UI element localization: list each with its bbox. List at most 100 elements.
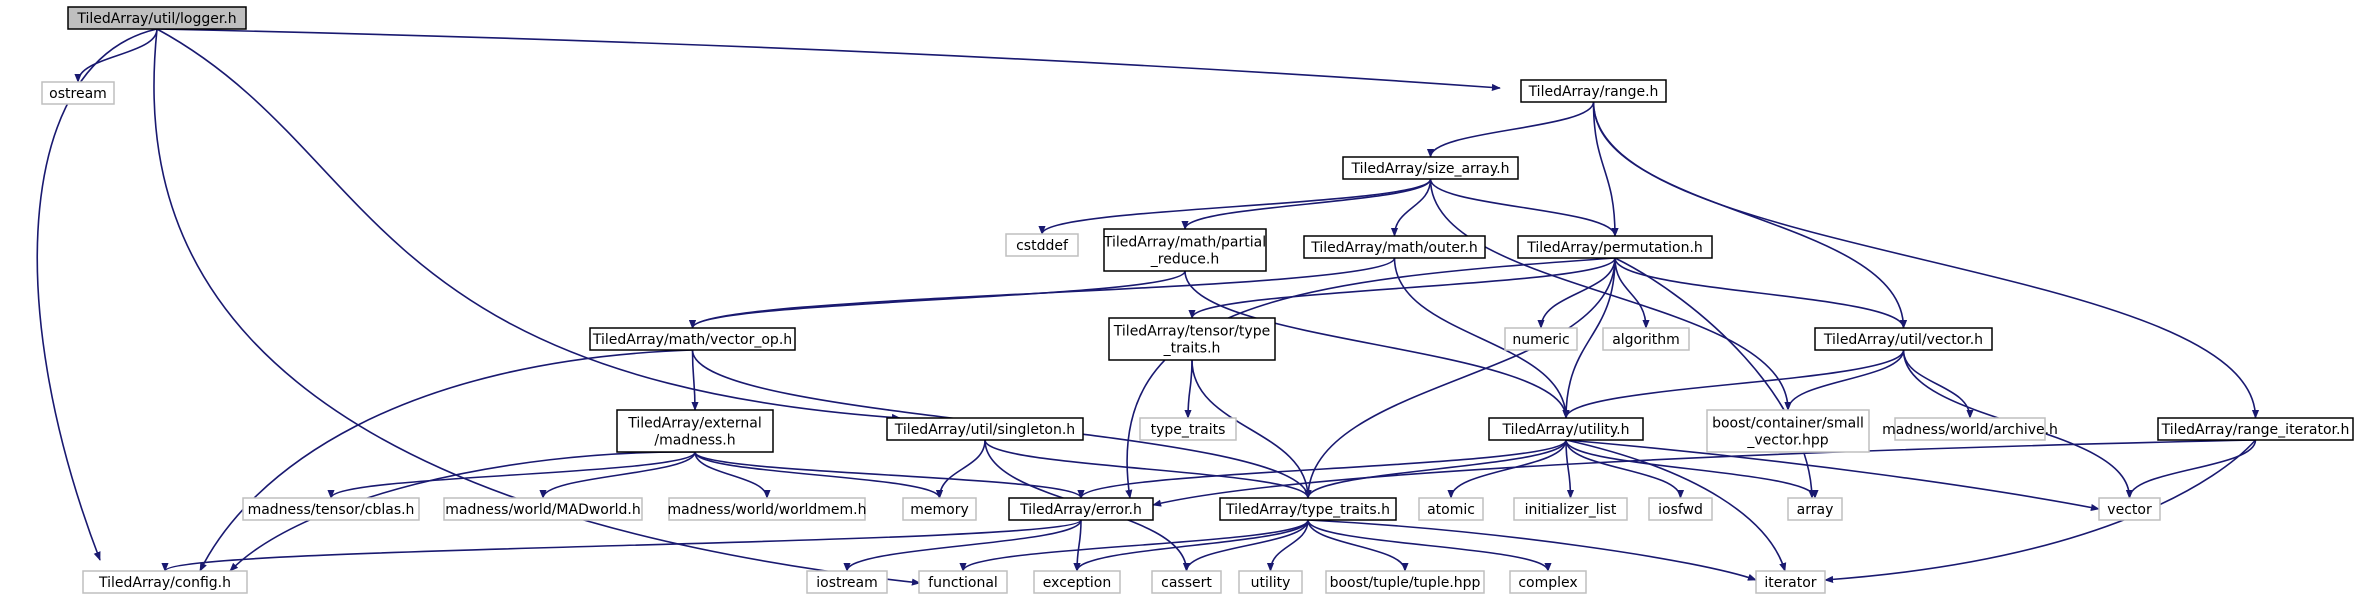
node-vector_op[interactable]: TiledArray/math/vector_op.h bbox=[589, 327, 796, 351]
node-label-range-0: TiledArray/range.h bbox=[1528, 84, 1659, 100]
edge-logger-to-range bbox=[156, 28, 1501, 92]
node-tuple: boost/tuple/tuple.hpp bbox=[1325, 570, 1485, 594]
node-outer[interactable]: TiledArray/math/outer.h bbox=[1303, 235, 1486, 259]
node-label-array-0: array bbox=[1797, 502, 1834, 518]
node-box-partial_reduce bbox=[1103, 228, 1267, 272]
node-label-algorithm-0: algorithm bbox=[1612, 332, 1680, 348]
node-iostream: iostream bbox=[806, 570, 888, 594]
node-tensor_type_traits[interactable]: TiledArray/tensor/type_traits.h bbox=[1108, 317, 1276, 361]
node-worldmem: madness/world/worldmem.h bbox=[668, 497, 866, 521]
edge-range-to-permutation bbox=[1592, 101, 1619, 237]
node-label-range_iterator-0: TiledArray/range_iterator.h bbox=[2161, 422, 2350, 438]
node-algorithm: algorithm bbox=[1602, 327, 1690, 351]
node-permutation[interactable]: TiledArray/permutation.h bbox=[1517, 235, 1713, 259]
node-box-util_vector bbox=[1814, 327, 1993, 351]
node-iosfwd: iosfwd bbox=[1648, 497, 1713, 521]
node-cassert: cassert bbox=[1151, 570, 1222, 594]
edge-permutation-to-array bbox=[1614, 257, 1816, 499]
node-size_array[interactable]: TiledArray/size_array.h bbox=[1342, 156, 1519, 180]
node-atomic: atomic bbox=[1418, 497, 1484, 521]
edge-range_iterator-to-iterator bbox=[1824, 439, 2257, 584]
node-type_traits_h[interactable]: TiledArray/type_traits.h bbox=[1219, 497, 1397, 521]
node-label-archive-0: madness/world/archive.h bbox=[1882, 422, 2058, 438]
edge-range_iterator-to-vector bbox=[2125, 439, 2257, 499]
edge-size_array-to-partial_reduce bbox=[1181, 178, 1432, 230]
node-ostream: ostream bbox=[41, 81, 115, 105]
edge-type_traits_h-to-complex bbox=[1307, 519, 1552, 572]
edge-singleton-to-memory bbox=[935, 439, 986, 499]
node-label-initializer_list-0: initializer_list bbox=[1525, 502, 1617, 518]
edge-permutation-to-error_h bbox=[1125, 257, 1616, 499]
node-label-small_vector-1: _vector.hpp bbox=[1746, 433, 1828, 449]
node-label-ostream-0: ostream bbox=[49, 86, 107, 102]
node-box-numeric bbox=[1504, 327, 1578, 351]
node-box-functional bbox=[918, 570, 1008, 594]
node-box-config bbox=[82, 570, 248, 594]
node-box-madworld bbox=[443, 497, 643, 521]
edge-permutation-to-algorithm bbox=[1614, 257, 1650, 329]
edge-external_madness-to-config bbox=[229, 451, 696, 572]
node-box-range bbox=[1520, 79, 1667, 103]
edge-logger-to-ostream bbox=[74, 28, 158, 83]
edge-logger-to-config bbox=[36, 28, 158, 561]
node-label-size_array-0: TiledArray/size_array.h bbox=[1350, 161, 1509, 177]
node-array: array bbox=[1787, 497, 1843, 521]
node-external_madness[interactable]: TiledArray/external/madness.h bbox=[616, 409, 774, 453]
node-box-cstddef bbox=[1005, 233, 1079, 257]
node-singleton[interactable]: TiledArray/util/singleton.h bbox=[886, 417, 1084, 441]
node-cblas: madness/tensor/cblas.h bbox=[242, 497, 420, 521]
edge-utility_h-to-array bbox=[1565, 439, 1819, 499]
node-box-archive bbox=[1894, 417, 2046, 441]
node-box-cblas bbox=[242, 497, 420, 521]
node-error_h[interactable]: TiledArray/error.h bbox=[1008, 497, 1154, 521]
node-box-permutation bbox=[1517, 235, 1713, 259]
edge-permutation-to-util_vector bbox=[1614, 257, 1908, 329]
edge-error_h-to-config bbox=[161, 519, 1082, 572]
node-box-iterator bbox=[1755, 570, 1826, 594]
edge-external_madness-to-error_h bbox=[694, 451, 1085, 499]
dependency-edges bbox=[36, 28, 2260, 586]
node-complex: complex bbox=[1509, 570, 1587, 594]
edge-utility_h-to-error_h bbox=[1077, 439, 1567, 499]
node-label-outer-0: TiledArray/math/outer.h bbox=[1310, 240, 1477, 256]
edge-tensor_type_traits-to-type_traits_std bbox=[1184, 359, 1193, 419]
edge-tensor_type_traits-to-type_traits_h bbox=[1191, 359, 1312, 499]
edge-partial_reduce-to-utility_h bbox=[1184, 270, 1570, 419]
edge-logger-to-functional bbox=[153, 28, 921, 586]
node-label-partial_reduce-1: _reduce.h bbox=[1150, 252, 1219, 268]
node-util_vector[interactable]: TiledArray/util/vector.h bbox=[1814, 327, 1993, 351]
edge-util_vector-to-small_vector bbox=[1784, 349, 1905, 411]
node-initializer_list: initializer_list bbox=[1513, 497, 1628, 521]
node-small_vector: boost/container/small_vector.hpp bbox=[1706, 409, 1870, 453]
node-numeric: numeric bbox=[1504, 327, 1578, 351]
node-box-small_vector bbox=[1706, 409, 1870, 453]
edge-vector_op-to-config bbox=[199, 349, 693, 572]
node-label-small_vector-0: boost/container/small bbox=[1712, 416, 1864, 432]
edge-external_madness-to-cblas bbox=[327, 451, 696, 499]
node-label-tuple-0: boost/tuple/tuple.hpp bbox=[1330, 575, 1481, 591]
edge-permutation-to-numeric bbox=[1537, 257, 1616, 329]
node-box-singleton bbox=[886, 417, 1084, 441]
node-box-range_iterator bbox=[2157, 417, 2354, 441]
node-box-vector bbox=[2098, 497, 2161, 521]
node-madworld: madness/world/MADworld.h bbox=[443, 497, 643, 521]
node-box-memory bbox=[902, 497, 977, 521]
node-box-atomic bbox=[1418, 497, 1484, 521]
node-range[interactable]: TiledArray/range.h bbox=[1520, 79, 1667, 103]
node-utility_h[interactable]: TiledArray/utility.h bbox=[1488, 417, 1644, 441]
node-partial_reduce[interactable]: TiledArray/math/partial_reduce.h bbox=[1103, 228, 1267, 272]
node-label-numeric-0: numeric bbox=[1512, 332, 1569, 348]
edge-size_array-to-outer bbox=[1390, 178, 1432, 237]
node-box-initializer_list bbox=[1513, 497, 1628, 521]
edge-size_array-to-cstddef bbox=[1038, 178, 1432, 235]
node-label-memory-0: memory bbox=[910, 502, 969, 518]
node-range_iterator[interactable]: TiledArray/range_iterator.h bbox=[2157, 417, 2354, 441]
node-logger[interactable]: TiledArray/util/logger.h bbox=[67, 6, 247, 30]
node-vector: vector bbox=[2098, 497, 2161, 521]
node-box-outer bbox=[1303, 235, 1486, 259]
edge-size_array-to-permutation bbox=[1429, 178, 1619, 237]
edge-utility_h-to-initializer_list bbox=[1565, 439, 1575, 499]
node-label-cstddef-0: cstddef bbox=[1016, 238, 1069, 254]
edge-size_array-to-small_vector bbox=[1429, 178, 1792, 411]
